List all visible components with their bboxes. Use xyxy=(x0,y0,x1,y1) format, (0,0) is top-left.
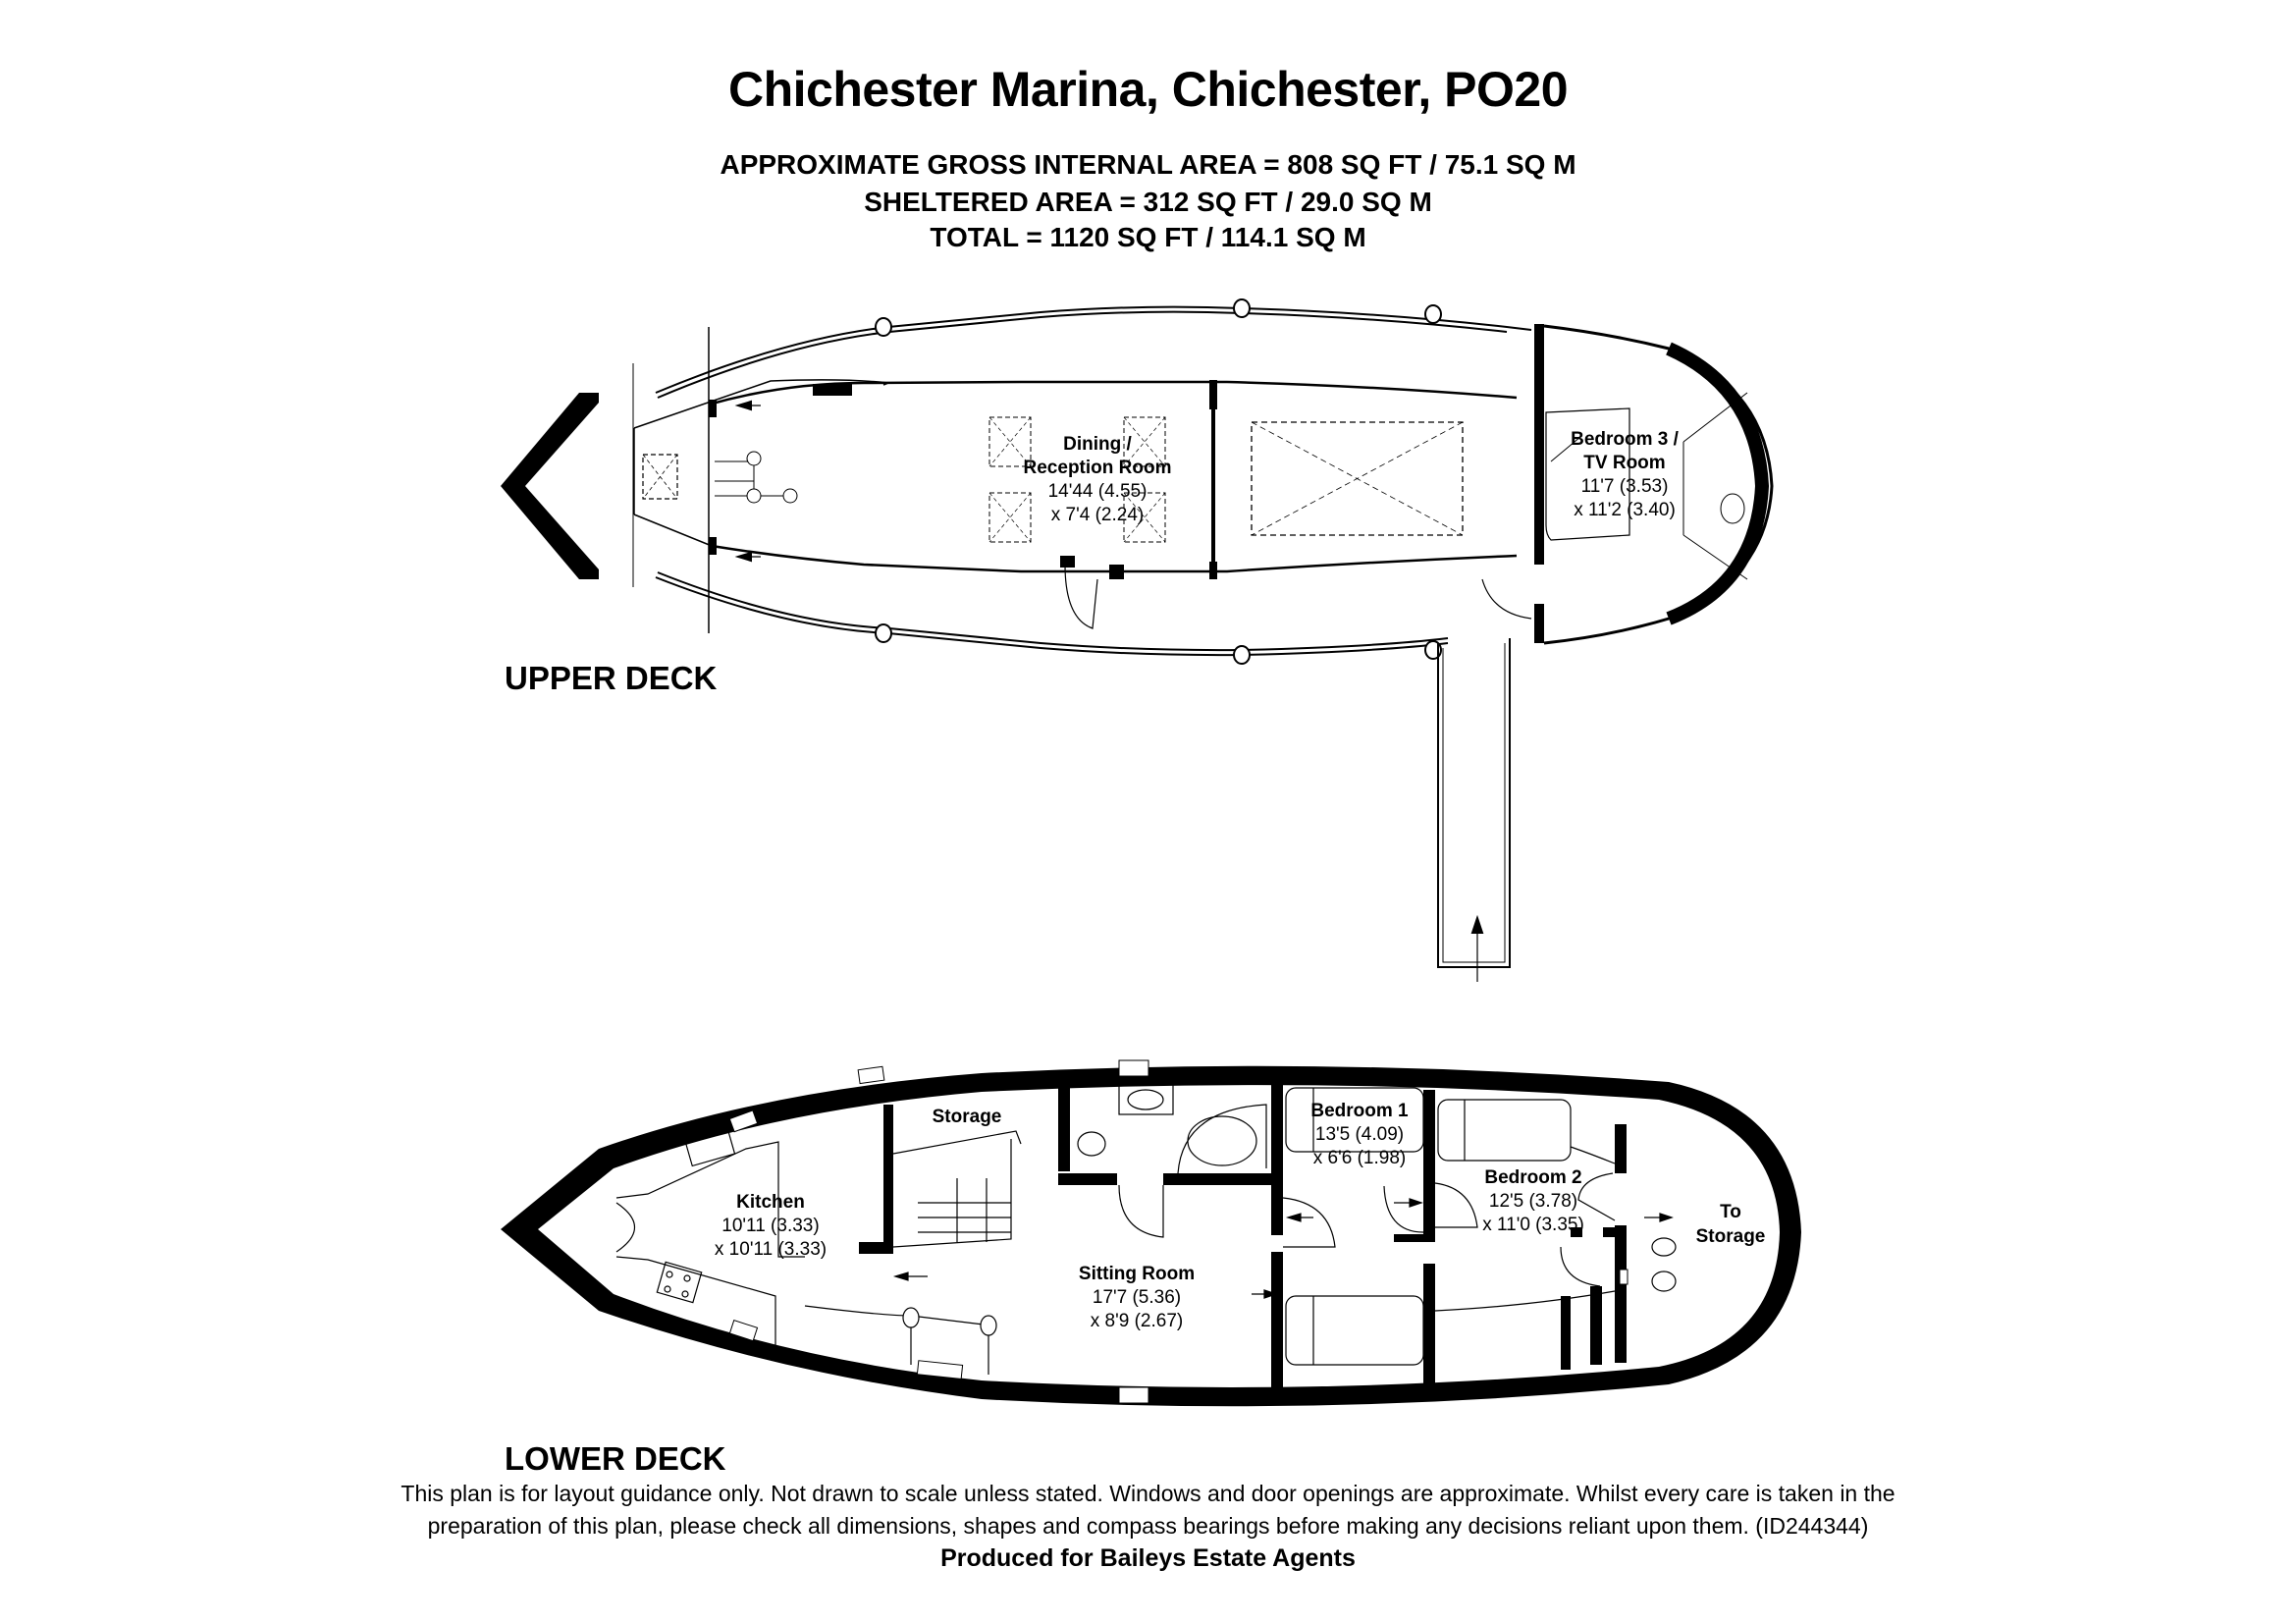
room-name: Dining / xyxy=(1063,434,1132,455)
produced-for: Produced for Baileys Estate Agents xyxy=(940,1544,1356,1572)
room-name: Reception Room xyxy=(1024,458,1172,478)
upper-bow xyxy=(501,393,599,579)
page-title: Chichester Marina, Chichester, PO20 xyxy=(727,62,1569,117)
room-name: Kitchen xyxy=(736,1192,805,1213)
disclaimer-line-2: preparation of this plan, please check a… xyxy=(427,1513,1869,1539)
room-name: Storage xyxy=(933,1107,1002,1127)
room-dimension: x 7'4 (2.24) xyxy=(1051,505,1144,525)
rail-post xyxy=(1424,304,1442,324)
lower-deck-rooms: Kitchen 10'11 (3.33) x 10'11 (3.33) Stor… xyxy=(715,1101,1765,1331)
room-name: To xyxy=(1720,1202,1741,1222)
rail-post xyxy=(1233,645,1251,665)
rail-post xyxy=(875,317,892,337)
room-dimension: 14'44 (4.55) xyxy=(1048,481,1148,502)
room-name: TV Room xyxy=(1583,453,1665,473)
lower-deck-plan xyxy=(501,1059,1801,1407)
sheltered-area: SHELTERED AREA = 312 SQ FT / 29.0 SQ M xyxy=(864,187,1432,217)
lower-deck-label: LOWER DECK xyxy=(505,1440,726,1477)
upper-rail-bottom xyxy=(655,576,1449,657)
upper-rail-bottom-inner xyxy=(657,571,1449,652)
room-dimension: x 11'2 (3.40) xyxy=(1574,500,1676,520)
upper-rail-top-inner xyxy=(657,310,1508,399)
upper-deck-plan xyxy=(632,298,1774,982)
room-dimension: 17'7 (5.36) xyxy=(1093,1287,1181,1308)
room-dimension: x 6'6 (1.98) xyxy=(1313,1148,1406,1168)
room-dimension: x 10'11 (3.33) xyxy=(715,1239,827,1260)
upper-deck-label: UPPER DECK xyxy=(505,660,718,696)
room-dimension: 11'7 (3.53) xyxy=(1581,476,1669,497)
rail-post xyxy=(875,623,892,643)
room-dimension: 10'11 (3.33) xyxy=(721,1216,819,1236)
rail-post xyxy=(1233,298,1251,318)
gangway xyxy=(1437,638,1511,968)
room-dimension: x 8'9 (2.67) xyxy=(1091,1311,1183,1331)
disclaimer-line-1: This plan is for layout guidance only. N… xyxy=(400,1481,1896,1506)
upper-rail-top xyxy=(655,305,1532,394)
total-area: TOTAL = 1120 SQ FT / 114.1 SQ M xyxy=(930,222,1366,252)
room-dimension: 12'5 (3.78) xyxy=(1489,1191,1577,1212)
room-name: Storage xyxy=(1696,1226,1766,1247)
upper-stern-hull xyxy=(1543,324,1774,645)
room-name: Bedroom 2 xyxy=(1484,1167,1581,1188)
room-dimension: x 11'0 (3.35) xyxy=(1482,1215,1584,1235)
room-dimension: 13'5 (4.09) xyxy=(1315,1124,1404,1145)
room-name: Bedroom 3 / xyxy=(1571,429,1680,450)
upper-deck-rooms: Dining / Reception Room 14'44 (4.55) x 7… xyxy=(1024,429,1680,525)
room-name: Sitting Room xyxy=(1079,1264,1195,1284)
room-name: Bedroom 1 xyxy=(1310,1101,1409,1121)
gross-internal-area: APPROXIMATE GROSS INTERNAL AREA = 808 SQ… xyxy=(720,149,1576,180)
